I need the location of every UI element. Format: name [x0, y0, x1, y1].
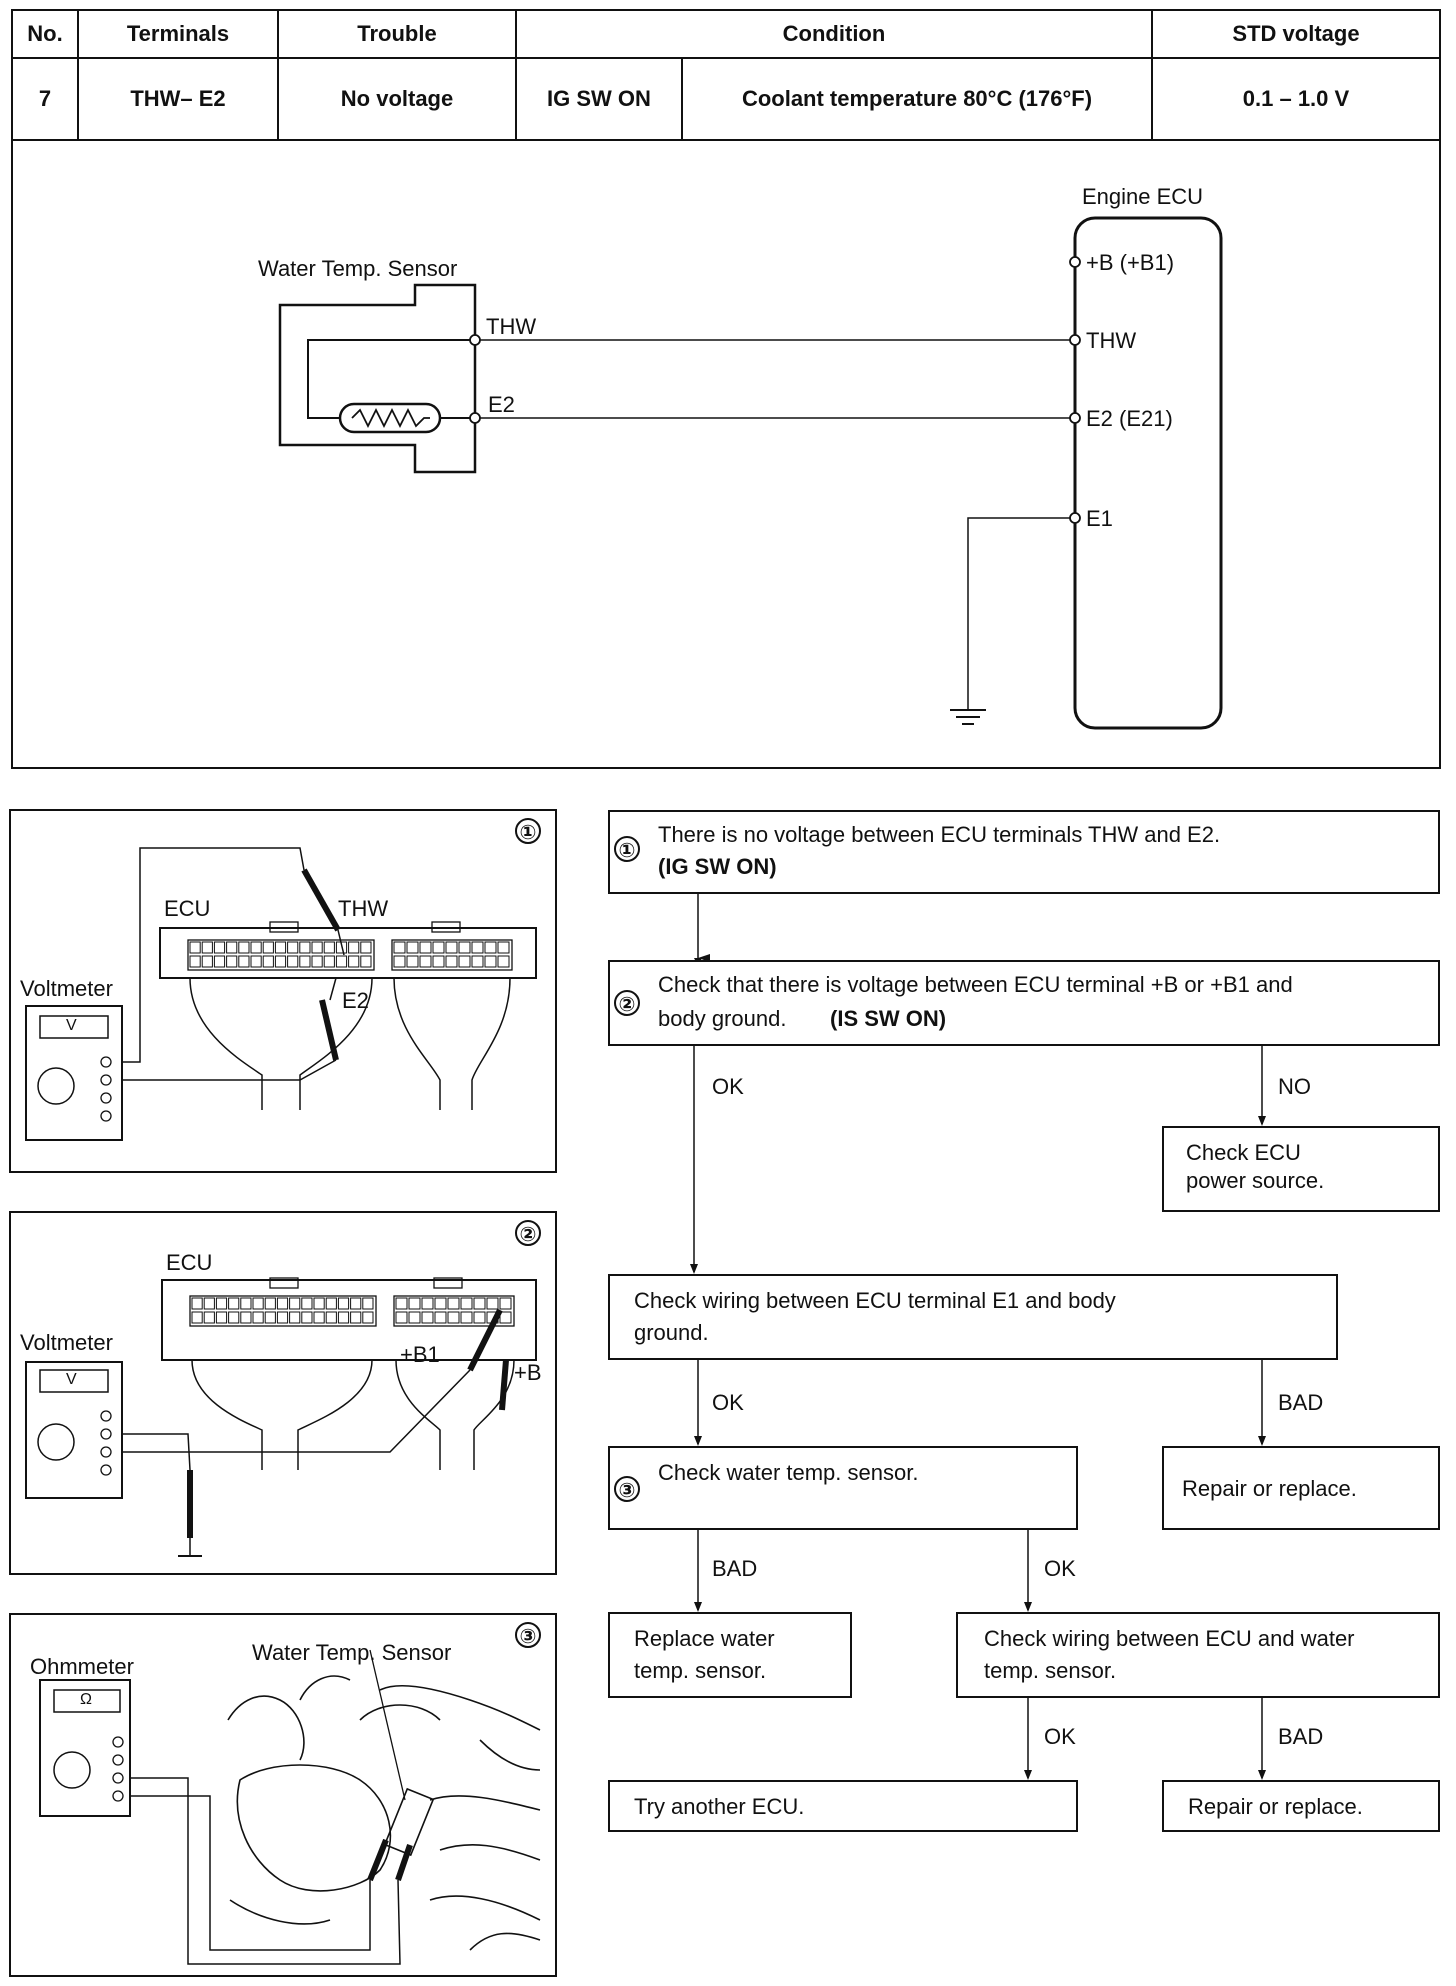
flow-check-power-box: Check ECU power source.	[1162, 1126, 1440, 1212]
illus-2-probe-b1: +B1	[400, 1342, 440, 1367]
flow-replace-sensor-box: Replace water temp. sensor.	[608, 1612, 852, 1698]
flow-replace-sensor-line2: temp. sensor.	[634, 1658, 767, 1683]
illus-3-meter-symbol: Ω	[80, 1691, 92, 1708]
flow-check-e1-box: Check wiring between ECU terminal E1 and…	[608, 1274, 1338, 1360]
flow-step-2-box: ② Check that there is voltage between EC…	[608, 960, 1440, 1046]
illus-1-meter-label: Voltmeter	[20, 976, 113, 1001]
flow-label-bad-2: BAD	[712, 1556, 758, 1581]
flow-step-1-text: There is no voltage between ECU terminal…	[658, 822, 1221, 847]
illus-3-component-label: Water Temp. Sensor	[252, 1640, 452, 1665]
step-2-badge: ②	[515, 1220, 541, 1246]
flow-check-wiring-line1: Check wiring between ECU and water	[984, 1626, 1355, 1651]
flow-step-3-number: ③	[614, 1476, 640, 1502]
illus-1-probe-thw: THW	[338, 896, 389, 921]
step-3-badge: ③	[515, 1622, 541, 1648]
cell-std-voltage: 0.1 – 1.0 V	[1242, 86, 1350, 111]
flow-check-wiring-box: Check wiring between ECU and water temp.…	[956, 1612, 1440, 1698]
flow-replace-sensor-line1: Replace water	[634, 1626, 775, 1651]
header-no: No.	[27, 21, 63, 46]
flow-repair-1-text: Repair or replace.	[1182, 1476, 1357, 1501]
flow-try-ecu-box: Try another ECU.	[608, 1780, 1078, 1832]
ecu-pin-e1: E1	[1086, 506, 1113, 531]
cell-trouble: No voltage	[340, 86, 454, 111]
flow-step-1-condition: (IG SW ON)	[658, 854, 777, 879]
flow-check-e1-line2: ground.	[634, 1320, 709, 1345]
flow-step-2-text: Check that there is voltage between ECU …	[658, 972, 1293, 997]
flow-check-e1-line1: Check wiring between ECU terminal E1 and…	[634, 1288, 1116, 1313]
ecu-pin-thw: THW	[1086, 328, 1137, 353]
flow-repair-box-1: Repair or replace.	[1162, 1446, 1440, 1530]
header-terminals: Terminals	[126, 21, 230, 46]
step-1-badge: ①	[515, 818, 541, 844]
illus-1-ecu-label: ECU	[164, 896, 211, 921]
cell-terminals: THW– E2	[130, 86, 226, 111]
flow-step-3-text: Check water temp. sensor.	[658, 1460, 919, 1485]
illus-1-probe-e2: E2	[342, 988, 369, 1013]
illus-3-meter-label: Ohmmeter	[30, 1654, 134, 1679]
illus-2-meter-label: Voltmeter	[20, 1330, 113, 1355]
header-trouble: Trouble	[357, 21, 437, 46]
flow-repair-box-2: Repair or replace.	[1162, 1780, 1440, 1832]
illus-2-meter-symbol: V	[66, 1371, 77, 1388]
header-std-voltage: STD voltage	[1232, 21, 1360, 46]
flow-step-3-box: ③ Check water temp. sensor.	[608, 1446, 1078, 1530]
cell-no: 7	[38, 86, 52, 111]
ecu-pin-e2: E2 (E21)	[1086, 406, 1173, 431]
flow-step-1-number: ①	[614, 836, 640, 862]
sensor-title: Water Temp. Sensor	[258, 256, 458, 281]
illus-1-meter-symbol: V	[66, 1017, 77, 1034]
flow-label-no: NO	[1278, 1074, 1311, 1099]
flow-step-1-box: ① There is no voltage between ECU termin…	[608, 810, 1440, 894]
flow-step-2-text-line2: body ground.	[658, 1006, 787, 1031]
flow-label-ok-2: OK	[712, 1390, 744, 1415]
flow-check-wiring-line2: temp. sensor.	[984, 1658, 1117, 1683]
header-condition: Condition	[782, 21, 886, 46]
ecu-title: Engine ECU	[1082, 184, 1204, 209]
sensor-pin-e2: E2	[488, 392, 515, 417]
flow-check-power-line1: Check ECU	[1186, 1140, 1301, 1165]
illus-2-probe-b: +B	[514, 1360, 542, 1385]
sensor-pin-thw: THW	[486, 314, 537, 339]
circuit-wiring	[11, 139, 1441, 769]
cell-condition-switch: IG SW ON	[547, 86, 651, 111]
flow-label-ok-4: OK	[1044, 1724, 1076, 1749]
flow-try-ecu-text: Try another ECU.	[634, 1794, 805, 1819]
cell-condition-temperature: Coolant temperature 80°C (176°F)	[741, 86, 1093, 111]
flow-step-2-condition: (IS SW ON)	[830, 1006, 947, 1031]
flow-check-power-line2: power source.	[1186, 1168, 1325, 1193]
flow-label-bad-1: BAD	[1278, 1390, 1324, 1415]
illus-2-ecu-label: ECU	[166, 1250, 213, 1275]
flow-step-2-number: ②	[614, 990, 640, 1016]
flow-label-ok-3: OK	[1044, 1556, 1076, 1581]
flow-label-bad-3: BAD	[1278, 1724, 1324, 1749]
ecu-pin-b: +B (+B1)	[1086, 250, 1175, 275]
flow-repair-2-text: Repair or replace.	[1188, 1794, 1363, 1819]
flow-label-ok-1: OK	[712, 1074, 744, 1099]
